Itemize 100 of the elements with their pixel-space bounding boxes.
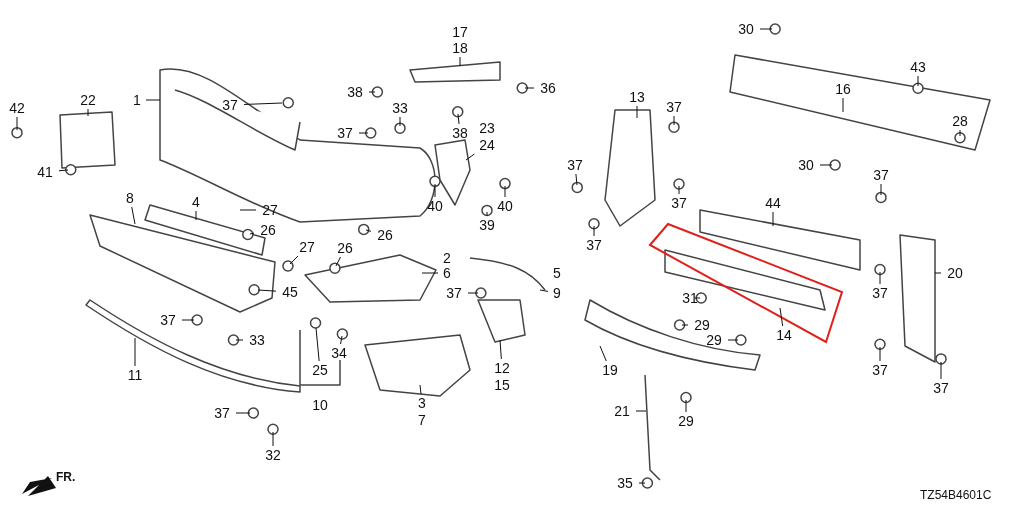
callout-number: 8 xyxy=(126,190,134,206)
callout-number: 3 xyxy=(418,395,426,411)
callout-number: 29 xyxy=(678,413,694,429)
leader-line xyxy=(779,307,784,327)
leader-line xyxy=(335,256,341,267)
leader-line xyxy=(272,431,274,447)
leader-line xyxy=(358,132,369,134)
callout-number: 22 xyxy=(80,92,96,108)
callout-number: 6 xyxy=(443,265,451,281)
leader-line xyxy=(636,105,638,119)
callout-number: 29 xyxy=(706,332,722,348)
callout-number: 24 xyxy=(479,137,495,153)
leader-line xyxy=(289,255,299,265)
leader-line xyxy=(819,164,833,166)
callout-number: 26 xyxy=(377,227,393,243)
leader-line xyxy=(16,116,18,131)
leader-line xyxy=(434,183,436,198)
leader-line xyxy=(681,324,689,326)
callout-number: 37 xyxy=(933,380,949,396)
leader-line xyxy=(635,410,647,412)
leader-line xyxy=(87,108,89,117)
callout-number: 37 xyxy=(873,167,889,183)
leader-line xyxy=(134,337,136,367)
leader-line xyxy=(694,297,701,299)
leader-line xyxy=(340,335,343,345)
leader-line xyxy=(759,28,773,30)
callout-number: 23 xyxy=(479,120,495,136)
leader-line xyxy=(934,272,942,274)
leader-line xyxy=(575,173,578,186)
leader-line xyxy=(879,346,881,362)
callout-number: 30 xyxy=(798,157,814,173)
leader-line xyxy=(880,183,882,196)
callout-number: 25 xyxy=(312,362,328,378)
callout-number: 37 xyxy=(586,237,602,253)
callout-number: 41 xyxy=(37,164,53,180)
callout-number: 5 xyxy=(553,265,561,281)
callout-number: 45 xyxy=(282,284,298,300)
callout-number: 37 xyxy=(666,99,682,115)
leader-line xyxy=(727,339,739,341)
callout-number: 37 xyxy=(222,97,238,113)
leader-line xyxy=(917,75,919,87)
callout-number: 37 xyxy=(872,362,888,378)
leader-line xyxy=(421,272,439,274)
callout-number: 11 xyxy=(127,367,143,383)
leader-line xyxy=(457,113,460,125)
callout-number: 9 xyxy=(553,285,561,301)
leader-line xyxy=(678,185,680,195)
callout-number: 16 xyxy=(835,81,851,97)
callout-number: 1 xyxy=(133,92,141,108)
leader-line xyxy=(239,209,257,211)
callout-number: 26 xyxy=(260,222,276,238)
leader-line xyxy=(673,115,675,126)
callout-number: 13 xyxy=(629,89,645,105)
callout-number: 37 xyxy=(872,285,888,301)
leader-line xyxy=(959,129,961,137)
leader-line xyxy=(486,211,488,217)
leader-line xyxy=(243,102,283,105)
callout-number: 18 xyxy=(452,40,468,56)
callout-number: 35 xyxy=(617,475,633,491)
callout-number: 15 xyxy=(494,377,510,393)
leader-line xyxy=(131,206,136,225)
callout-number: 12 xyxy=(494,360,510,376)
callout-number: 44 xyxy=(765,195,781,211)
callout-number: 33 xyxy=(392,100,408,116)
callout-number: 38 xyxy=(347,84,363,100)
callout-number: 32 xyxy=(265,447,281,463)
callout-number: 37 xyxy=(671,195,687,211)
leader-line xyxy=(419,384,422,395)
leader-line xyxy=(368,91,376,93)
callout-number: 33 xyxy=(249,332,265,348)
leader-line xyxy=(465,153,475,161)
callout-number: 26 xyxy=(337,240,353,256)
callout-number: 14 xyxy=(776,327,792,343)
leader-line xyxy=(399,116,401,127)
leader-line xyxy=(842,97,844,113)
callout-number: 20 xyxy=(947,265,963,281)
callout-number: 28 xyxy=(952,113,968,129)
callout-number: 7 xyxy=(418,412,426,428)
leader-line xyxy=(145,99,161,101)
leader-line xyxy=(772,211,774,227)
leader-line xyxy=(249,232,255,235)
leader-line xyxy=(315,327,320,362)
callout-number: 37 xyxy=(567,157,583,173)
leader-line xyxy=(638,482,646,484)
direction-label: FR. xyxy=(56,470,76,484)
leader-line xyxy=(940,361,942,380)
callout-number: 37 xyxy=(446,285,462,301)
callout-number: 37 xyxy=(160,312,176,328)
leader-line xyxy=(257,289,277,292)
leader-line xyxy=(181,319,195,321)
leader-line xyxy=(504,185,506,198)
callout-number: 34 xyxy=(331,345,347,361)
callout-number: 40 xyxy=(497,198,513,214)
leader-line xyxy=(499,339,502,360)
callout-number: 37 xyxy=(337,125,353,141)
callout-number: 2 xyxy=(443,250,451,266)
leader-line xyxy=(467,292,479,294)
leader-line xyxy=(879,271,881,285)
leader-line xyxy=(195,210,197,221)
leader-line xyxy=(685,399,687,413)
